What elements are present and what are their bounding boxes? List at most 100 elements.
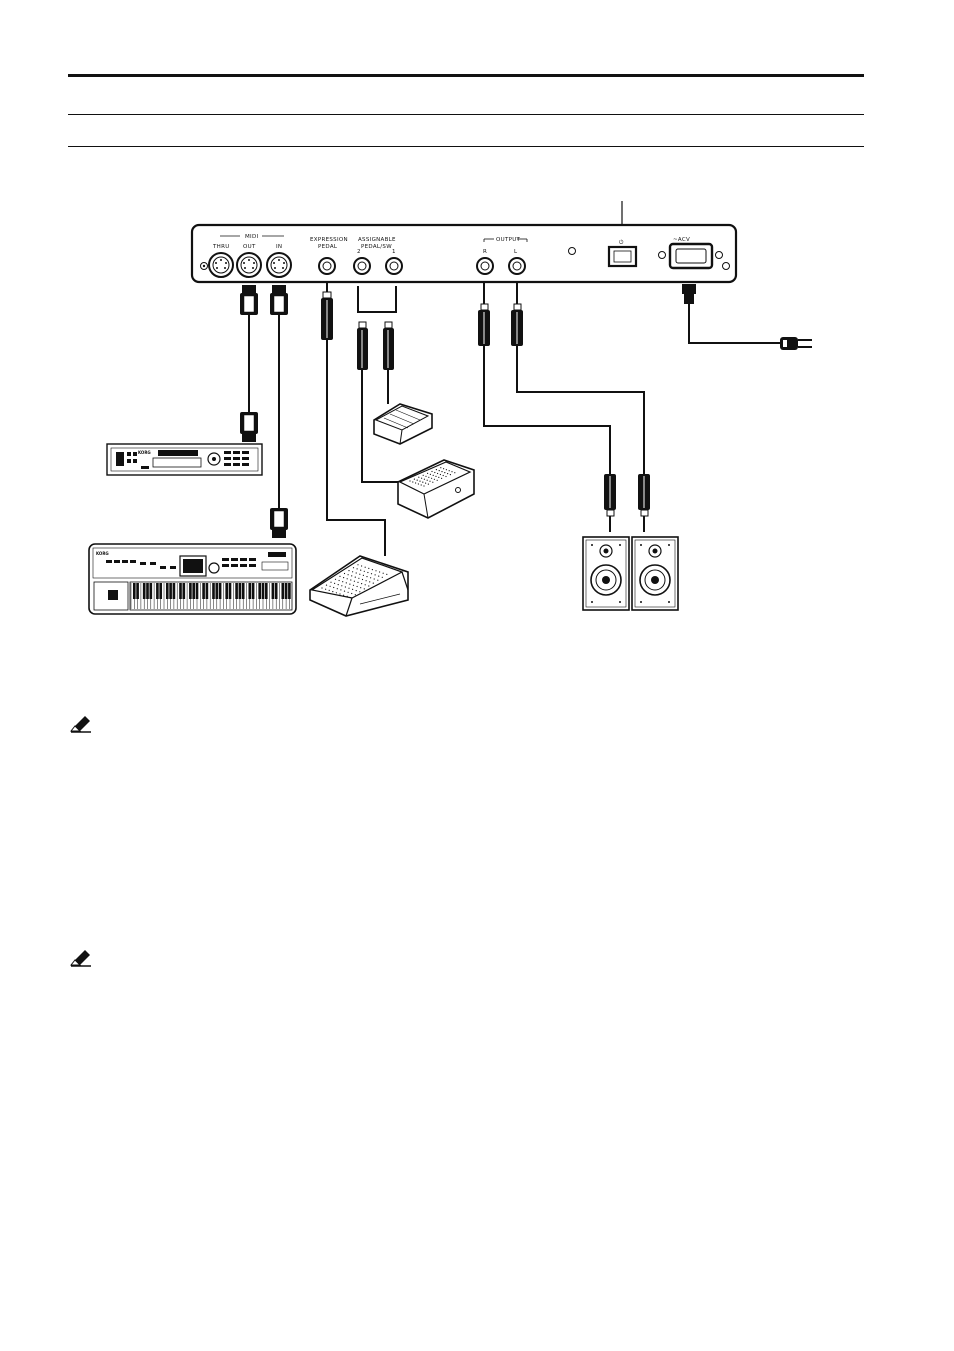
tread-dot (361, 578, 364, 581)
tread-dot (449, 474, 451, 476)
assignable-jack-2-label: 2 (357, 249, 361, 255)
assignable-jack-2[interactable] (353, 257, 371, 275)
tread-dot (353, 580, 355, 582)
tread-dot (441, 477, 443, 479)
tread-dot (343, 577, 345, 579)
pencil-note-icon (70, 716, 91, 733)
tread-dot (329, 585, 331, 587)
tread-dot (351, 592, 353, 595)
tread-dot (378, 575, 380, 577)
tread-dot (386, 573, 388, 576)
tread-dot (415, 482, 417, 484)
power-switch[interactable] (607, 245, 638, 268)
tread-dot (382, 572, 384, 574)
tread-dot (360, 569, 362, 571)
expression-pedal-jack[interactable] (318, 257, 336, 275)
header-rule-middle (68, 114, 864, 115)
connection-diagram: MIDI THRU OUT IN EXPRESSION PEDAL (88, 201, 812, 617)
tread-dot (356, 568, 358, 570)
tread-dot (431, 470, 433, 473)
tread-dot (448, 470, 450, 472)
tread-dot (443, 468, 445, 470)
tread-dot (349, 583, 351, 585)
tread-dot (454, 472, 456, 474)
power-cable (682, 284, 812, 350)
tread-dot (373, 578, 375, 580)
tread-dot (370, 573, 373, 575)
tread-dot (368, 585, 370, 587)
expression-pedal (309, 555, 409, 617)
speaker-left (631, 536, 679, 611)
tread-dot (371, 569, 373, 571)
output-label: OUTPUT (496, 237, 521, 243)
tread-dot (429, 473, 431, 475)
ac-inlet-label: ~ACV (673, 237, 690, 243)
tread-dot (325, 588, 327, 590)
output-l-jack[interactable] (508, 257, 526, 275)
tread-dot (348, 587, 350, 589)
tread-dot (350, 597, 352, 599)
midi-out-port[interactable] (236, 252, 262, 278)
tread-dot (340, 589, 342, 591)
keyboard-workstation: KORG (88, 543, 297, 615)
tread-dot (346, 578, 348, 580)
footswitch-pedal (373, 403, 433, 445)
tread-dot (431, 477, 433, 479)
tread-dot (445, 469, 447, 471)
tread-dot (361, 583, 363, 585)
ac-inlet[interactable] (658, 242, 723, 270)
tread-dot (427, 483, 429, 485)
midi-in-port[interactable] (266, 252, 292, 278)
tread-dot (372, 582, 374, 584)
tread-dot (440, 467, 442, 469)
tread-dot (368, 567, 370, 570)
assignable-jack-1[interactable] (385, 257, 403, 275)
tread-dot (357, 581, 359, 584)
tread-dot (370, 577, 372, 579)
tread-dot (336, 588, 338, 590)
tread-dot (354, 594, 356, 596)
tread-dot (422, 481, 424, 483)
tread-dot (375, 570, 377, 572)
tread-dot (445, 475, 447, 478)
tread-dot (422, 474, 424, 476)
tread-dot (435, 469, 437, 471)
tread-dot (428, 476, 430, 478)
tread-dot (334, 582, 336, 585)
output-r-cable (478, 282, 616, 532)
assignable-label-line1: ASSIGNABLE (358, 237, 396, 243)
tread-dot (381, 576, 383, 578)
expression-label-line2: PEDAL (318, 244, 338, 250)
tread-dot (359, 573, 361, 575)
tread-dot (429, 480, 431, 482)
assignable-jack-1-label: 1 (392, 249, 396, 255)
sound-module-brand: KORG (138, 450, 151, 455)
tread-dot (436, 479, 438, 481)
tread-dot (379, 571, 381, 573)
tread-dot (357, 564, 359, 566)
assignable-label-line2: PEDAL/SW (361, 244, 392, 250)
tread-dot (361, 565, 363, 567)
tread-dot (374, 574, 376, 576)
output-l-cable (511, 282, 650, 532)
tread-dot (352, 584, 355, 586)
tread-dot (444, 472, 446, 474)
output-r-jack[interactable] (476, 257, 494, 275)
midi-thru-port[interactable] (208, 252, 234, 278)
tread-dot (432, 474, 434, 476)
pencil-note-icon (70, 950, 91, 967)
keyboard-brand: KORG (96, 551, 109, 556)
tread-dot (367, 571, 369, 574)
volume-pedal (397, 459, 475, 519)
speaker-right (582, 536, 630, 611)
tread-dot (366, 576, 368, 578)
volume-pedal-tread (409, 467, 456, 487)
tread-dot (347, 591, 349, 593)
tread-dot (434, 471, 436, 474)
tread-dot (343, 594, 345, 596)
tread-dot (332, 591, 334, 593)
tread-dot (435, 475, 437, 477)
tread-dot (363, 588, 365, 590)
tread-dot (343, 590, 346, 592)
tread-dot (345, 582, 347, 584)
